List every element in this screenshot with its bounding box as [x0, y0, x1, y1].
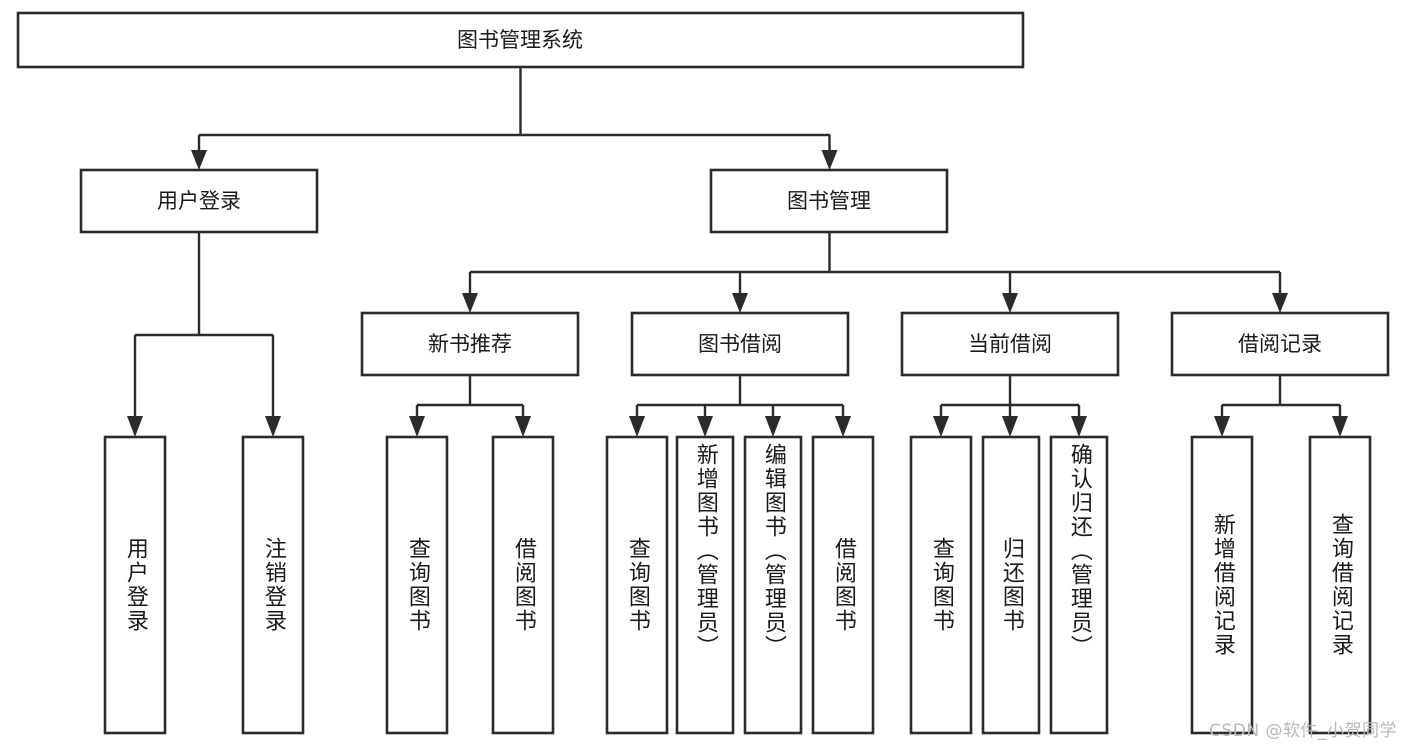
node-new-book-recommend-label: 新书推荐 [428, 332, 512, 356]
arrow-to-current-borrow [1002, 293, 1018, 313]
leaf-current-borrow-1[interactable] [981, 435, 1041, 735]
node-new-book-recommend[interactable] [360, 311, 580, 377]
arrow-leaf-book-borrow-1 [629, 416, 645, 437]
arrow-to-book-mgmt [821, 150, 838, 170]
leaf-current-borrow-2[interactable] [1049, 435, 1109, 735]
arrow-to-borrow-record [1272, 293, 1288, 313]
leaf-user-login-0[interactable] [103, 435, 167, 735]
leaf-borrow-record-1[interactable] [1308, 435, 1372, 735]
node-root-label: 图书管理系统 [457, 28, 583, 52]
node-user-login[interactable] [79, 168, 319, 234]
arrow-leaf-new-book-2 [515, 416, 531, 437]
arrow-to-book-borrow [732, 293, 748, 313]
leaf-book-borrow-2[interactable] [743, 435, 803, 735]
arrow-leaf-book-borrow-4 [835, 416, 851, 437]
arrow-leaf-current-borrow-2 [1002, 416, 1018, 437]
arrow-leaf-new-book-1 [409, 416, 425, 437]
leaf-book-borrow-3[interactable] [811, 435, 875, 735]
node-book-management-label: 图书管理 [787, 189, 871, 213]
node-borrow-record[interactable] [1170, 311, 1390, 377]
leaf-book-borrow-1[interactable] [675, 435, 735, 735]
arrow-to-new-book [462, 293, 478, 313]
leaf-book-borrow-0[interactable] [605, 435, 669, 735]
leaf-borrow-record-0[interactable] [1190, 435, 1254, 735]
csdn-watermark: CSDN @软件_小贺同学 [1209, 721, 1397, 741]
node-book-borrow[interactable] [630, 311, 850, 377]
arrow-leaf-current-borrow-3 [1071, 416, 1087, 437]
node-current-borrow-label: 当前借阅 [968, 332, 1052, 356]
node-book-borrow-label: 图书借阅 [698, 332, 782, 356]
node-root[interactable] [16, 11, 1025, 69]
arrow-leaf-book-borrow-3 [765, 416, 781, 437]
arrow-leaf-borrow-record-2 [1332, 416, 1348, 437]
arrow-leaf-book-borrow-2 [697, 416, 713, 437]
leaf-new-book-0[interactable] [385, 435, 449, 735]
leaf-current-borrow-0[interactable] [909, 435, 973, 735]
leaf-new-book-1[interactable] [491, 435, 555, 735]
node-current-borrow[interactable] [900, 311, 1120, 377]
arrow-to-user-login [191, 150, 207, 170]
arrow-leaf-borrow-record-1 [1214, 416, 1230, 437]
arrow-leaf-current-borrow-1 [933, 416, 949, 437]
node-borrow-record-label: 借阅记录 [1238, 332, 1322, 356]
leaf-user-login-1[interactable] [241, 435, 305, 735]
node-book-management[interactable] [709, 168, 949, 234]
arrow-leaf-user-login-1 [127, 416, 143, 437]
arrow-leaf-user-login-2 [265, 416, 281, 437]
node-user-login-label: 用户登录 [157, 189, 241, 213]
